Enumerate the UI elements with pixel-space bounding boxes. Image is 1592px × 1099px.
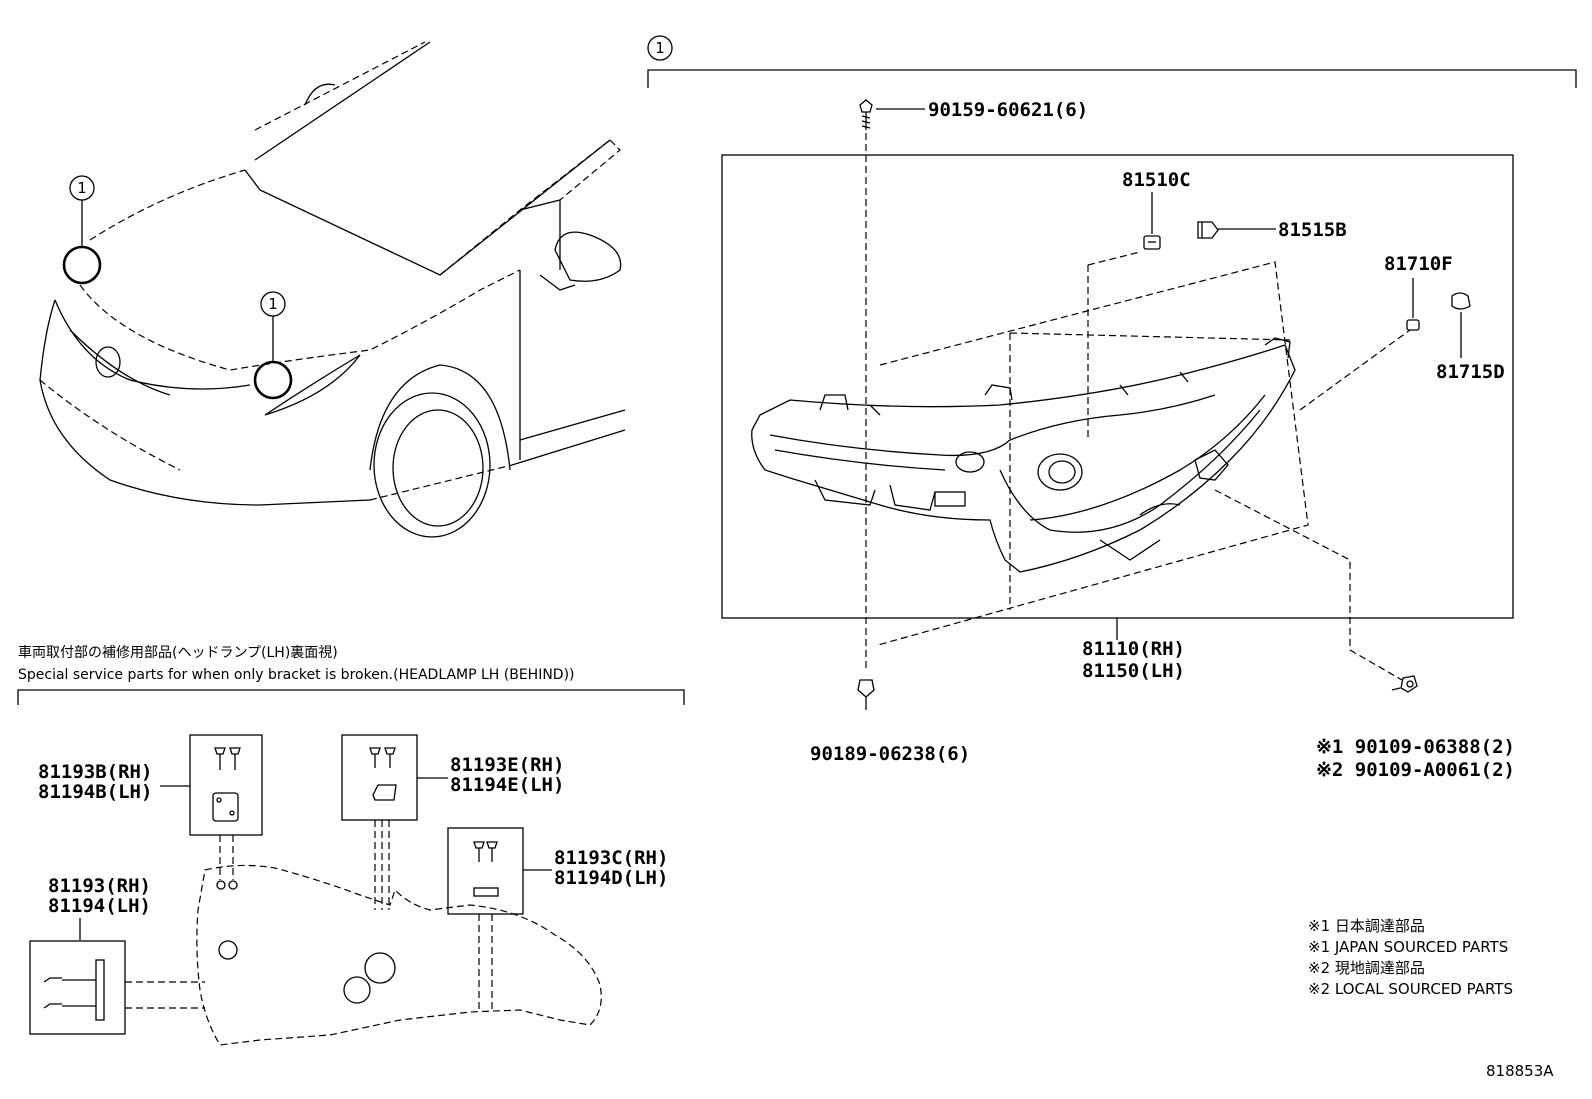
headlamp-body-icon xyxy=(751,337,1296,573)
part-label-81710F: 81710F xyxy=(1384,253,1453,275)
bulb-icon-2 xyxy=(1451,292,1471,310)
legend-local-jp: ※2 現地調達部品 xyxy=(1308,959,1425,977)
callout-marker-1c: 1 xyxy=(655,39,665,57)
part-label-81715D: 81715D xyxy=(1436,361,1505,383)
bracket-icon xyxy=(43,959,105,1021)
part-label-90189-06238: 90189-06238(6) xyxy=(810,743,970,765)
part-label-81110-rh: 81110(RH) xyxy=(1082,638,1185,660)
screw-pair-icon-3 xyxy=(473,841,499,897)
part-label-81193B-rh: 81193B(RH) xyxy=(38,761,152,783)
part-label-81515B: 81515B xyxy=(1278,219,1347,241)
headlamp-assembly-section: 1 90159-60621(6) 81510C 81515B 81710F xyxy=(647,35,1577,781)
part-label-81194E-lh: 81194E(LH) xyxy=(450,774,564,796)
part-label-90109-06388: ※1 90109-06388(2) xyxy=(1316,736,1515,758)
vehicle-front-view: 1 1 xyxy=(39,41,626,538)
bolt-icon xyxy=(1391,675,1418,693)
legend-japan-en: ※1 JAPAN SOURCED PARTS xyxy=(1308,938,1508,956)
part-label-90109-A0061: ※2 90109-A0061(2) xyxy=(1316,759,1515,781)
screw-pair-icon-2 xyxy=(369,747,397,801)
screw-pair-icon xyxy=(212,747,241,822)
legend-japan-jp: ※1 日本調達部品 xyxy=(1308,917,1425,935)
bulb-icon xyxy=(1197,221,1219,239)
part-label-81510C: 81510C xyxy=(1122,169,1191,191)
part-label-81193E-rh: 81193E(RH) xyxy=(450,754,564,776)
callout-marker-1a: 1 xyxy=(77,179,87,197)
part-label-81194D-lh: 81194D(LH) xyxy=(554,867,668,889)
figure-id: 818853A xyxy=(1486,1062,1554,1080)
bulb-socket-icon xyxy=(1143,235,1161,250)
part-label-81150-lh: 81150(LH) xyxy=(1082,660,1185,682)
service-title-en: Special service parts for when only brac… xyxy=(18,667,575,683)
clip-icon xyxy=(857,679,875,710)
part-label-81194B-lh: 81194B(LH) xyxy=(38,781,152,803)
part-label-81193-rh: 81193(RH) xyxy=(48,875,151,897)
screw-icon xyxy=(859,99,873,130)
callout-marker-1b: 1 xyxy=(268,295,278,313)
service-parts-section: 車両取付部の補修用部品(ヘッドランプ(LH)裏面視) Special servi… xyxy=(17,644,685,1046)
sourcing-legend: ※1 日本調達部品 ※1 JAPAN SOURCED PARTS ※2 現地調達… xyxy=(1308,917,1513,998)
bulb-socket-icon-2 xyxy=(1406,319,1420,331)
part-label-90159-60621: 90159-60621(6) xyxy=(928,99,1088,121)
part-label-81194-lh: 81194(LH) xyxy=(48,895,151,917)
legend-local-en: ※2 LOCAL SOURCED PARTS xyxy=(1308,980,1513,998)
service-title-jp: 車両取付部の補修用部品(ヘッドランプ(LH)裏面視) xyxy=(18,644,338,661)
part-label-81193C-rh: 81193C(RH) xyxy=(554,847,668,869)
